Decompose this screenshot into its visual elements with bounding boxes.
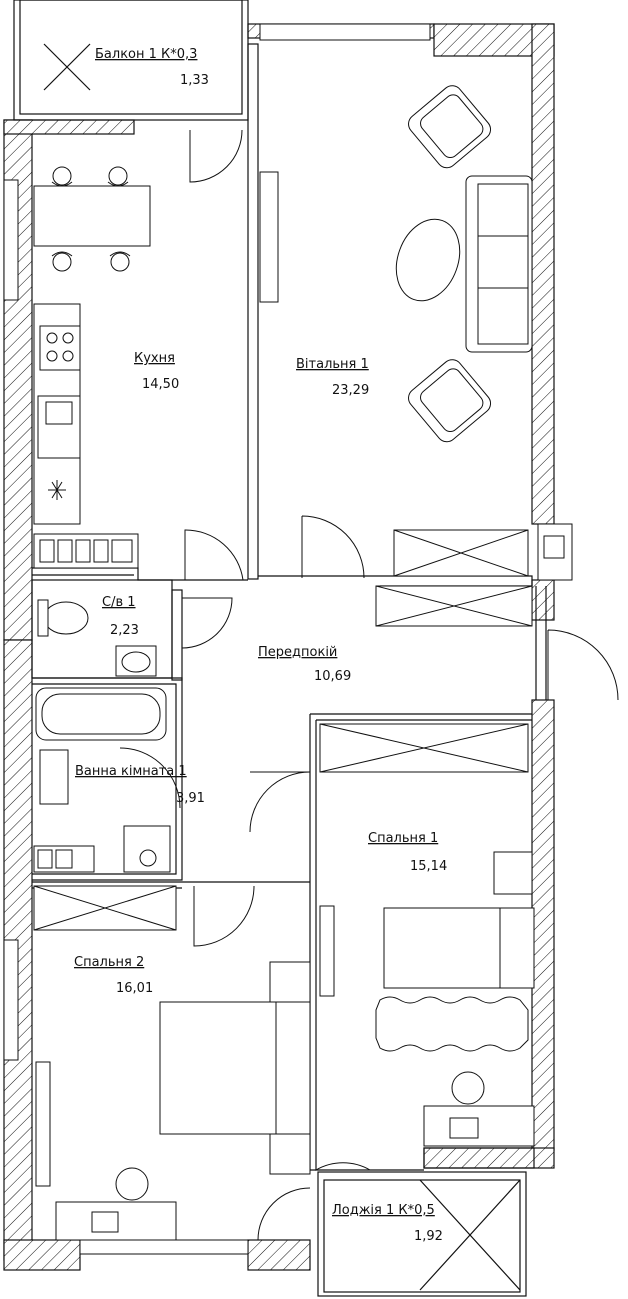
- room-name-bathroom: Ванна кімната 1: [75, 764, 187, 779]
- room-name-hallway: Передпокій: [258, 645, 337, 660]
- wall-bottom-left: [3, 1239, 81, 1271]
- bathroom-furniture: [33, 599, 171, 873]
- wall-top-kitchen: [3, 119, 135, 135]
- room-area-bedroom2: 16,01: [116, 981, 153, 996]
- doors: [119, 129, 619, 1241]
- windows: [3, 23, 573, 1255]
- wall-right-lower: [531, 699, 555, 1151]
- room-area-balcony: 1,33: [180, 73, 209, 88]
- wall-right-upper: [531, 23, 555, 525]
- room-name-living: Вітальня 1: [296, 357, 369, 372]
- bedroom-furniture: [33, 723, 535, 1241]
- room-area-wc: 2,23: [110, 623, 139, 638]
- room-name-bedroom1: Спальня 1: [368, 831, 438, 846]
- room-name-balcony: Балкон 1 К*0,3: [95, 47, 197, 62]
- room-labels: Балкон 1 К*0,3 1,33 Кухня 14,50 Вітальня…: [74, 47, 447, 1244]
- balcony-1: [13, 0, 249, 121]
- wall-right-mid: [531, 579, 555, 621]
- room-name-loggia: Лоджія 1 К*0,5: [332, 1203, 435, 1218]
- room-area-kitchen: 14,50: [142, 377, 179, 392]
- room-name-kitchen: Кухня: [134, 351, 175, 366]
- room-name-bedroom2: Спальня 2: [74, 955, 144, 970]
- wall-bottom-mid: [247, 1239, 311, 1271]
- room-area-bathroom: 3,91: [176, 791, 205, 806]
- kitchen-furniture: [33, 166, 151, 569]
- room-area-loggia: 1,92: [414, 1229, 443, 1244]
- room-area-bedroom1: 15,14: [410, 859, 447, 874]
- room-name-wc: С/в 1: [102, 595, 136, 610]
- loggia-1: [317, 1171, 527, 1297]
- room-area-living: 23,29: [332, 383, 369, 398]
- room-area-hallway: 10,69: [314, 669, 351, 684]
- living-furniture: [259, 85, 533, 627]
